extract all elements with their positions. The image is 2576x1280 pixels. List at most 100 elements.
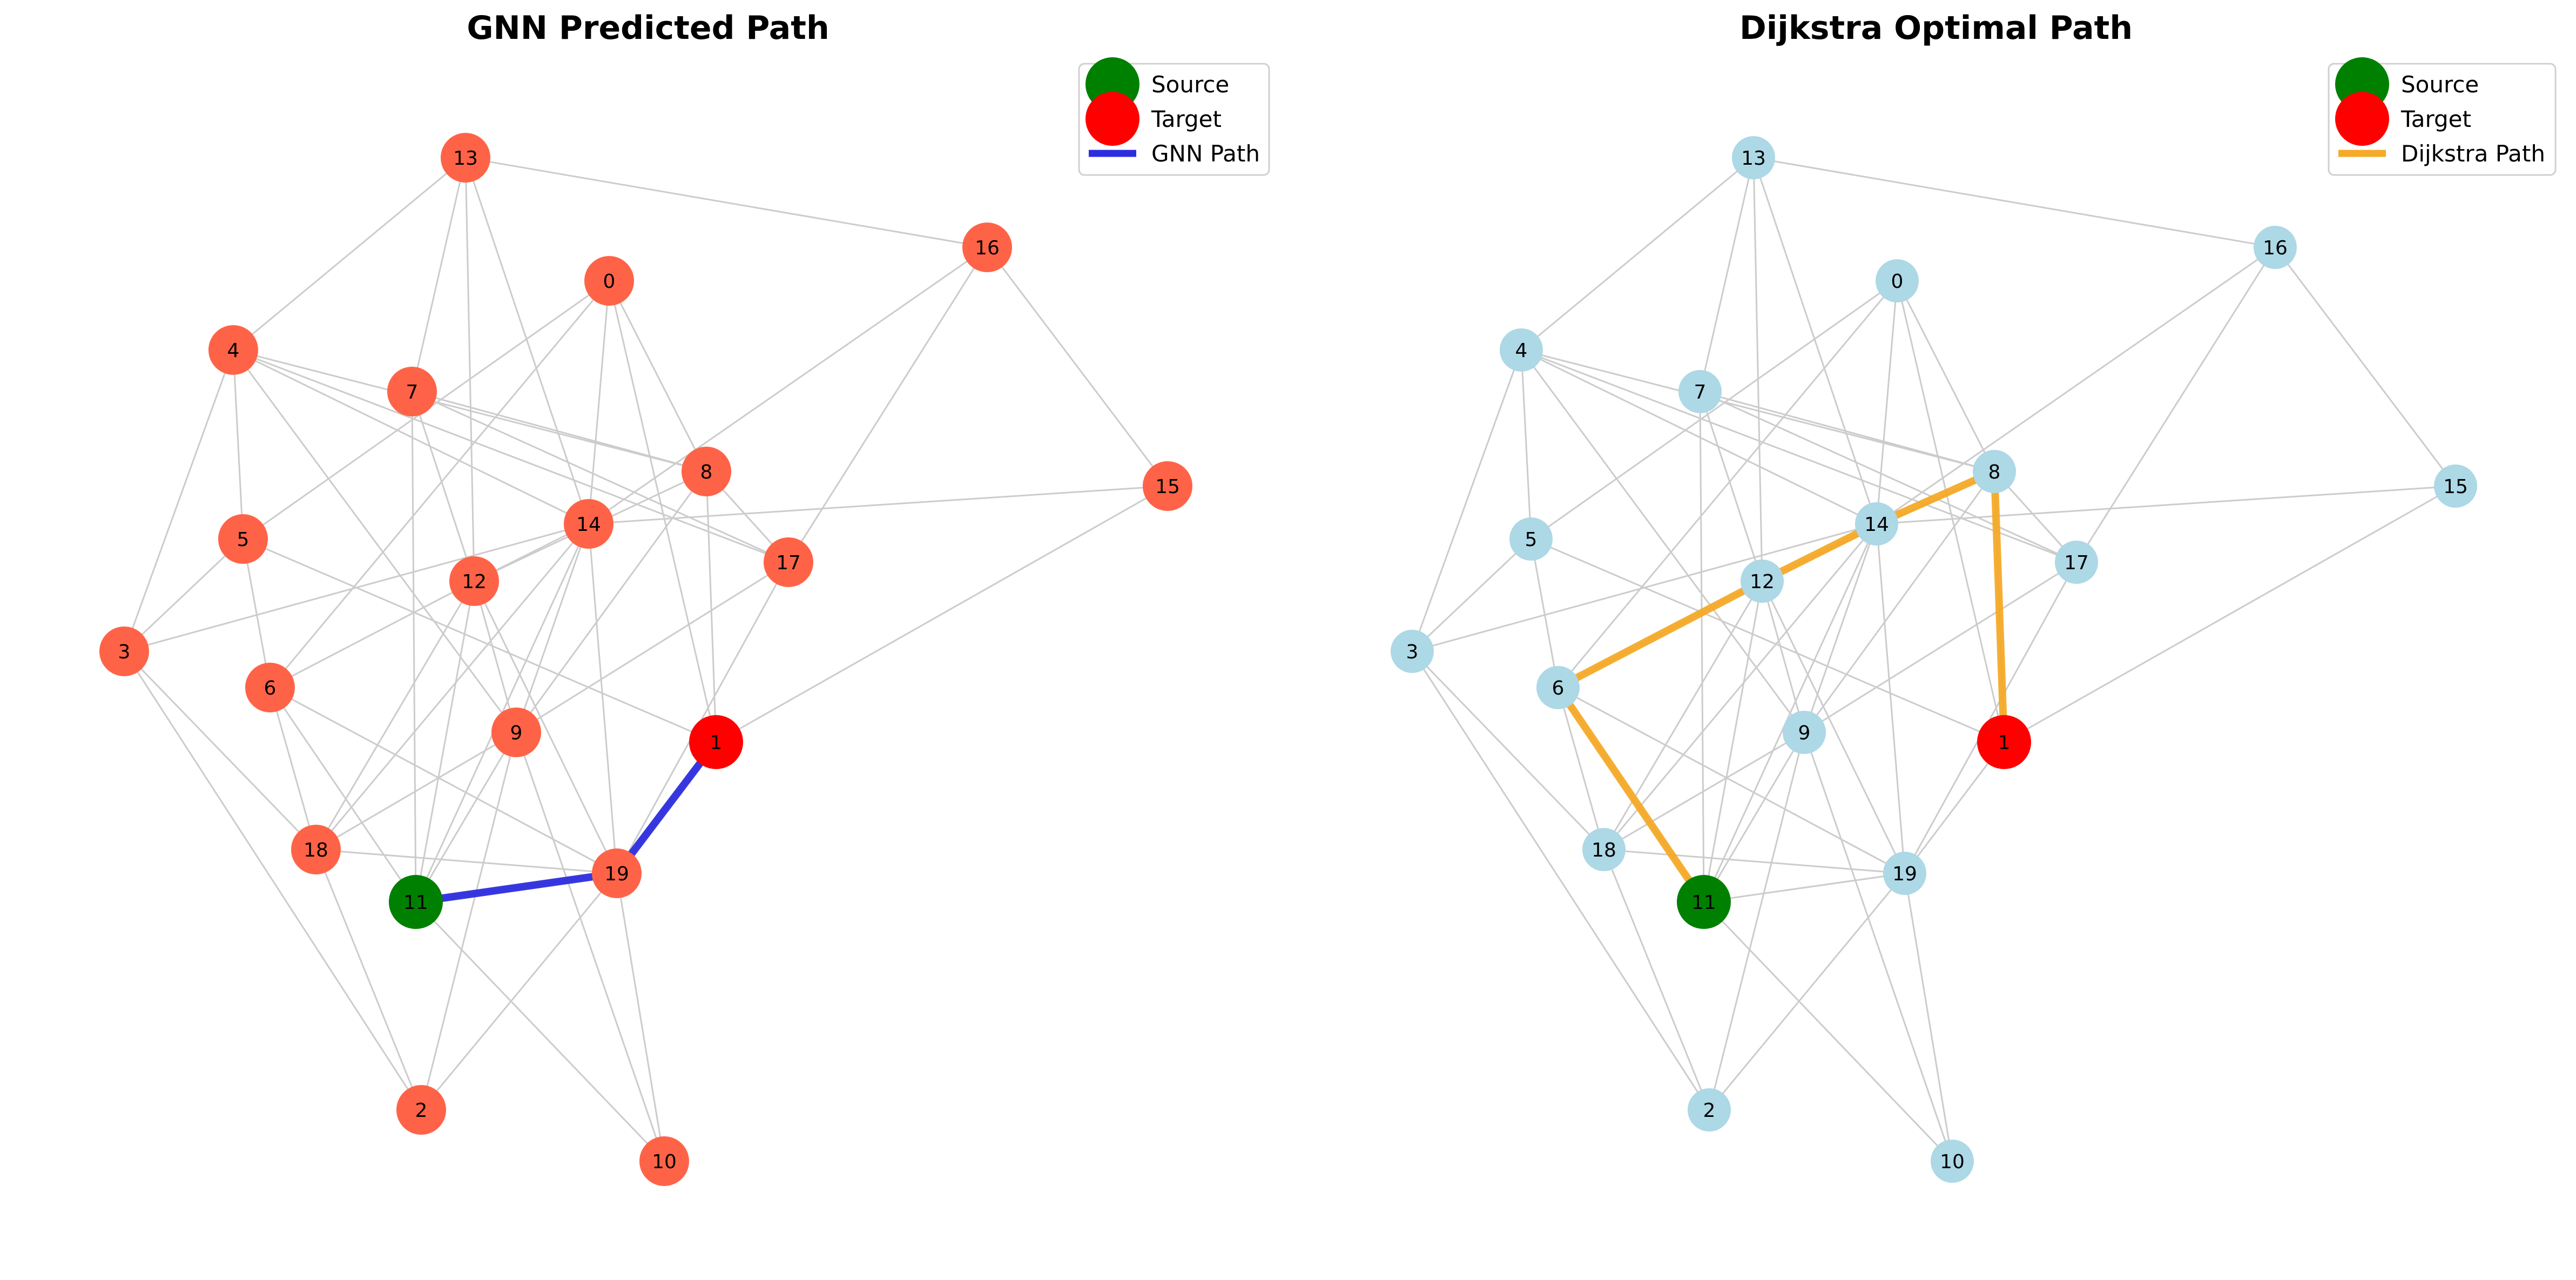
node-label: 8 <box>1988 461 2001 483</box>
graph-edge <box>1876 523 1906 874</box>
graph-node: 18 <box>1582 828 1626 871</box>
graph-node: 0 <box>584 256 634 306</box>
node-label: 14 <box>1864 514 1889 536</box>
graph-edge <box>1557 687 1605 850</box>
graph-edge <box>315 848 617 874</box>
graph-node: 13 <box>441 133 490 183</box>
graph-node: 17 <box>764 537 813 587</box>
node-label: 12 <box>1750 571 1775 593</box>
graph-edge <box>1703 523 1878 902</box>
node-label: 8 <box>700 461 713 483</box>
graph-edge <box>232 349 517 733</box>
node-label: 1 <box>710 732 723 754</box>
graph-edge <box>1557 686 1905 874</box>
graph-edge <box>315 523 590 850</box>
graph-edge <box>1904 873 1953 1162</box>
graph-node: 4 <box>1500 328 1543 372</box>
node-circle <box>1391 630 1434 673</box>
node-label: 10 <box>1940 1151 1965 1173</box>
dijkstra-panel-title: Dijkstra Optimal Path <box>1739 9 2133 47</box>
graph-edge <box>1708 873 1906 1110</box>
graph-edge <box>515 523 590 733</box>
graph-edge <box>269 687 417 902</box>
node-circle <box>1973 450 2016 493</box>
graph-edge <box>515 471 707 733</box>
graph-edge <box>1876 246 2276 525</box>
node-circle <box>1500 328 1543 372</box>
node-label: 13 <box>1741 147 1766 170</box>
graph-edge <box>242 538 271 688</box>
graph-edge <box>2075 247 2276 563</box>
graph-edge <box>464 157 590 524</box>
graph-edge <box>1803 471 1995 733</box>
graph-edge <box>1412 523 1877 652</box>
graph-edge <box>986 247 1169 487</box>
graph-node: 19 <box>592 848 642 898</box>
dijkstra-panel: Dijkstra Optimal Path 012345678910111213… <box>1391 9 2557 1183</box>
graph-edge <box>1761 581 1906 874</box>
graph-edge <box>2004 485 2456 743</box>
graph-node: 6 <box>1536 666 1580 709</box>
graph-node: 7 <box>1678 370 1722 413</box>
graph-node: 10 <box>1931 1140 1974 1183</box>
dijkstra-edges <box>1411 157 2457 1162</box>
node-circle <box>1931 1140 1974 1183</box>
graph-edge <box>1699 157 1755 392</box>
graph-edge <box>1703 872 1905 903</box>
graph-edge <box>1876 280 1898 524</box>
node-circle <box>218 514 268 564</box>
node-label: 15 <box>1155 476 1180 498</box>
graph-edge <box>315 581 475 850</box>
node-label: 16 <box>975 237 1000 259</box>
node-label: 4 <box>227 340 240 362</box>
node-label: 11 <box>1691 892 1716 914</box>
node-label: 9 <box>510 722 523 744</box>
graph-edge <box>124 523 589 652</box>
graph-edge <box>123 349 234 652</box>
graph-edge <box>465 157 988 248</box>
graph-edge <box>1557 280 1898 688</box>
node-label: 4 <box>1515 340 1528 362</box>
graph-edge <box>716 485 1168 743</box>
graph-edge <box>269 280 610 688</box>
graph-edge <box>233 157 466 351</box>
node-circle <box>1678 370 1722 413</box>
graph-edge <box>412 390 707 473</box>
graph-edge <box>1530 538 2005 743</box>
node-label: 18 <box>1592 839 1616 861</box>
node-circle <box>441 133 490 183</box>
node-circle <box>396 1085 446 1135</box>
graph-node: 4 <box>208 325 258 375</box>
node-circle <box>387 367 437 416</box>
graph-edge <box>1703 901 1953 1162</box>
node-label: 14 <box>576 514 601 536</box>
node-circle <box>1876 259 1919 302</box>
node-circle <box>584 256 634 306</box>
legend-marker <box>2335 92 2389 146</box>
node-label: 18 <box>304 839 328 861</box>
node-circle <box>208 325 258 375</box>
graph-edge <box>123 538 244 652</box>
graph-node: 10 <box>639 1136 689 1186</box>
graph-node: 5 <box>218 514 268 564</box>
legend-label: Dijkstra Path <box>2401 140 2545 167</box>
graph-node: 8 <box>682 447 731 496</box>
graph-edge <box>233 349 589 525</box>
node-label: 11 <box>403 892 428 914</box>
graph-edge <box>1520 349 1532 540</box>
node-circle <box>449 556 499 606</box>
graph-edge <box>1521 349 1995 473</box>
node-circle <box>2254 226 2297 269</box>
graph-node: 15 <box>1143 461 1192 511</box>
node-circle <box>245 663 295 712</box>
graph-edge <box>1803 732 1953 1162</box>
node-label: 7 <box>1694 381 1707 403</box>
node-label: 3 <box>1406 641 1419 663</box>
node-circle <box>2434 464 2477 508</box>
graph-edge <box>411 391 417 902</box>
graph-edge <box>1411 651 1710 1110</box>
graph-edge <box>1761 581 1805 733</box>
graph-edge <box>473 581 517 733</box>
